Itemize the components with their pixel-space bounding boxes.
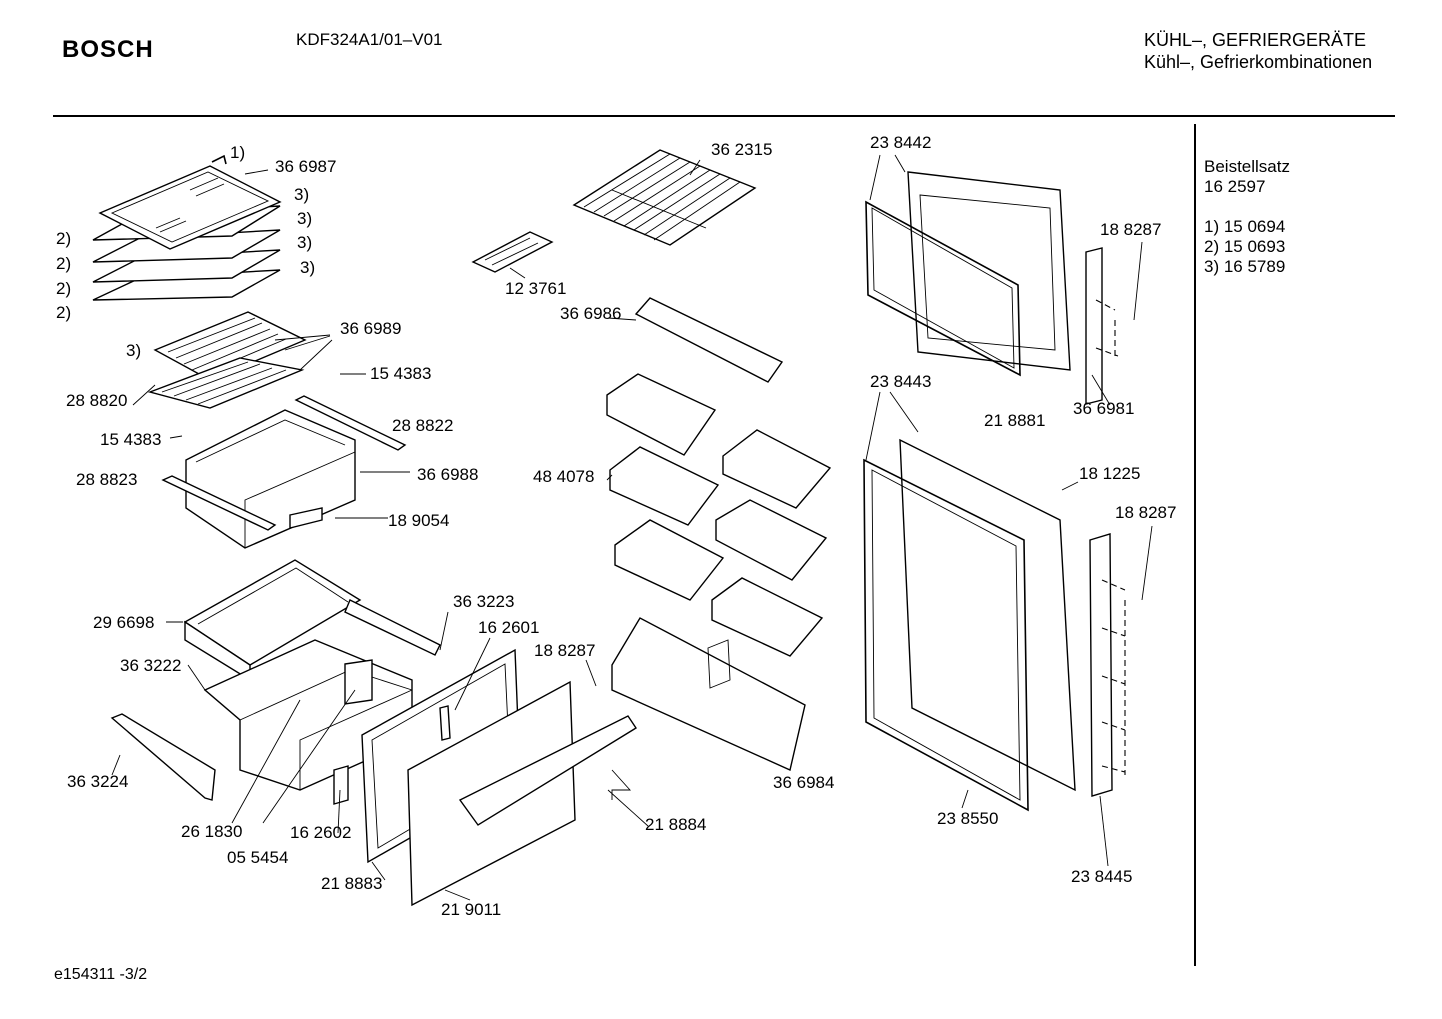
- side-panel-item: 3) 16 5789: [1204, 257, 1286, 276]
- callout-note-3: 3): [126, 341, 141, 360]
- part-number: 23 8443: [870, 372, 931, 391]
- callout-note-2: 2): [56, 254, 71, 273]
- callout-note-3: 3): [297, 209, 312, 228]
- part-number: 36 6988: [417, 465, 478, 484]
- category-title: KÜHL–, GEFRIERGERÄTE: [1144, 30, 1367, 50]
- part-number: 21 8884: [645, 815, 706, 834]
- upper-drawer-drawing: [161, 395, 407, 549]
- part-number: 36 6989: [340, 319, 401, 338]
- part-number: 21 8883: [321, 874, 382, 893]
- grille-shelf-drawing: [147, 311, 307, 409]
- part-number: 36 2315: [711, 140, 772, 159]
- leader-lines: [111, 154, 1153, 901]
- part-number: 48 4078: [533, 467, 594, 486]
- header-divider: [53, 115, 1395, 117]
- part-number: 23 8445: [1071, 867, 1132, 886]
- part-number: 12 3761: [505, 279, 566, 298]
- part-number: 36 6984: [773, 773, 834, 792]
- category-subtitle: Kühl–, Gefrierkombinationen: [1144, 52, 1373, 72]
- exploded-parts-diagram: 1) 36 6987 3) 3) 3) 3) 3) 2) 2) 2) 2) 36…: [56, 133, 1176, 919]
- wire-shelf-drawing: [471, 149, 757, 273]
- part-number: 21 8881: [984, 411, 1045, 430]
- part-number: 29 6698: [93, 613, 154, 632]
- callout-note-2: 2): [56, 229, 71, 248]
- part-number: 36 6981: [1073, 399, 1134, 418]
- side-panel-divider: [1194, 124, 1196, 966]
- callout-note-3: 3): [300, 258, 315, 277]
- part-number: 18 8287: [1100, 220, 1161, 239]
- side-panel-code: 16 2597: [1204, 177, 1266, 196]
- freezer-drawer-drawing: [110, 559, 441, 805]
- part-number: 28 8823: [76, 470, 137, 489]
- freezer-flap-drawing: [361, 648, 637, 907]
- part-number: 18 1225: [1079, 464, 1140, 483]
- part-number: 18 9054: [388, 511, 449, 530]
- part-number: 28 8822: [392, 416, 453, 435]
- part-number: 16 2601: [478, 618, 539, 637]
- fridge-door-drawing: [863, 438, 1126, 812]
- part-number: 36 3223: [453, 592, 514, 611]
- callout-note-2: 2): [56, 279, 71, 298]
- part-number: 28 8820: [66, 391, 127, 410]
- document-id: e154311 -3/2: [54, 966, 148, 983]
- part-number: 36 3222: [120, 656, 181, 675]
- door-bins-drawing: [606, 297, 832, 771]
- side-panel-item: 1) 15 0694: [1204, 217, 1286, 236]
- part-number: 15 4383: [370, 364, 431, 383]
- part-number: 15 4383: [100, 430, 161, 449]
- glass-shelf-drawing: [92, 154, 282, 301]
- part-number: 26 1830: [181, 822, 242, 841]
- part-number: 36 6986: [560, 304, 621, 323]
- part-number: 36 6987: [275, 157, 336, 176]
- part-number: 16 2602: [290, 823, 351, 842]
- callout-note-3: 3): [297, 233, 312, 252]
- model-number: KDF324A1/01–V01: [296, 30, 443, 49]
- callout-note-2: 2): [56, 303, 71, 322]
- part-number: 21 9011: [441, 900, 501, 919]
- part-number: 05 5454: [227, 848, 288, 867]
- part-number: 23 8550: [937, 809, 998, 828]
- callout-note-3: 3): [294, 185, 309, 204]
- brand-logo: BOSCH: [62, 36, 154, 63]
- part-number: 36 3224: [67, 772, 128, 791]
- part-number: 18 8287: [534, 641, 595, 660]
- callout-note-1: 1): [230, 143, 245, 162]
- side-panel-item: 2) 15 0693: [1204, 237, 1286, 256]
- part-number: 18 8287: [1115, 503, 1176, 522]
- part-number: 23 8442: [870, 133, 931, 152]
- side-panel-title: Beistellsatz: [1204, 157, 1290, 176]
- freezer-door-drawing: [865, 171, 1119, 405]
